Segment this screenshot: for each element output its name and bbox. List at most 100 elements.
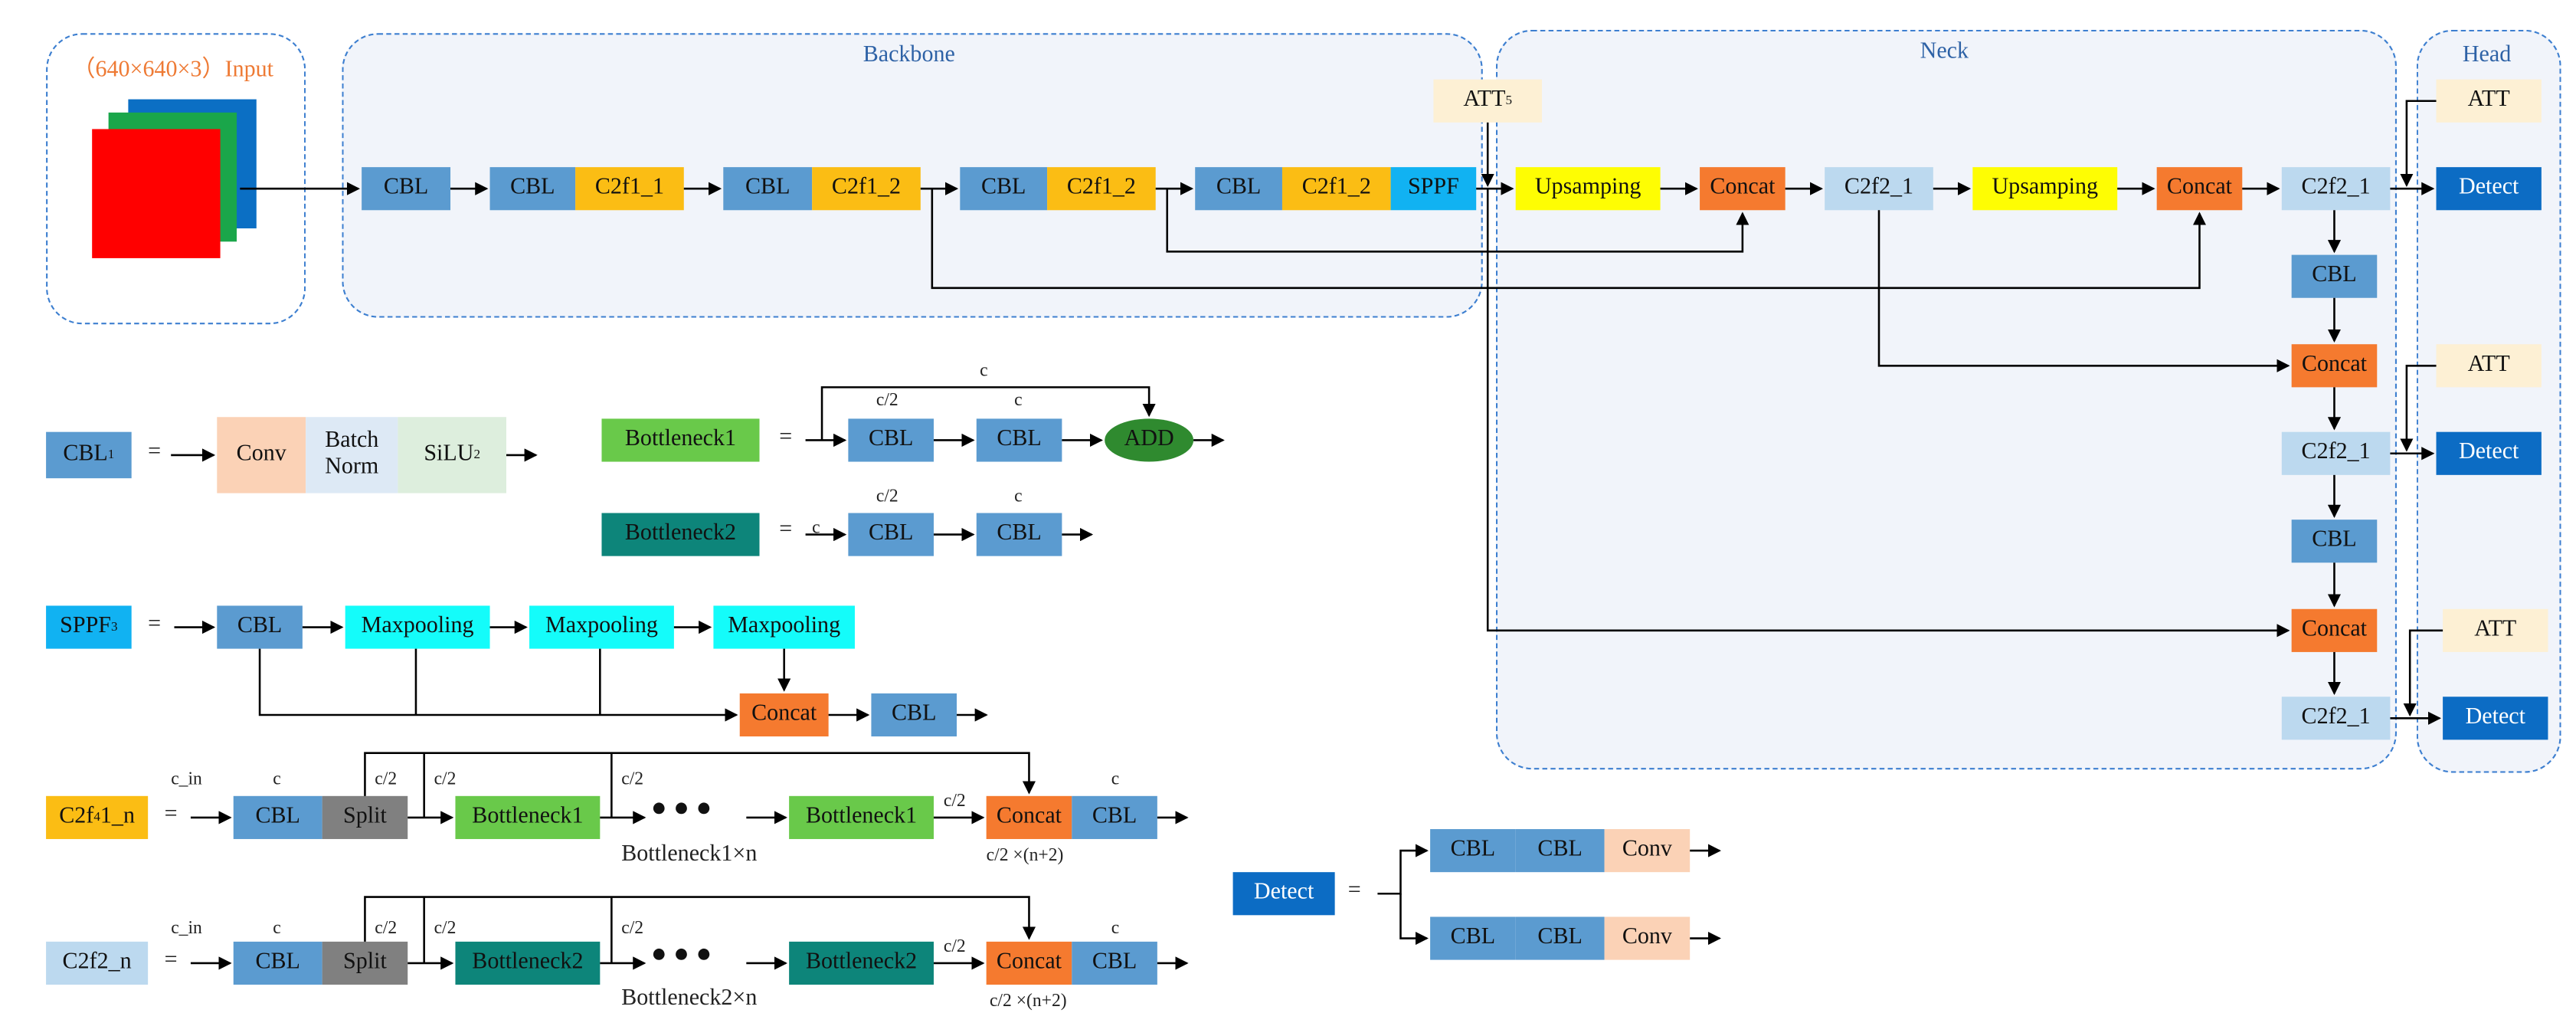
legend-bottleneck1-equals: = bbox=[779, 425, 793, 451]
legend-sppf-maxpool-1: Maxpooling bbox=[345, 605, 490, 649]
neck-upsampling-1: Upsamping bbox=[1515, 167, 1661, 211]
arrow-c2f2n-bus bbox=[364, 896, 1036, 942]
backbone-c2f1-2b: C2f1_2 bbox=[1047, 167, 1156, 211]
legend-c2f2n-bottleneck2-a: Bottleneck2 bbox=[455, 941, 601, 985]
c2f2n-c-1: c bbox=[273, 918, 281, 939]
legend-detect-cbl-1a: CBL bbox=[1430, 829, 1516, 873]
legend-cbl-equals: = bbox=[148, 440, 162, 465]
legend-c2f1n-equals: = bbox=[164, 802, 178, 828]
c2f2n-c2-4: c/2 bbox=[943, 936, 966, 957]
legend-bottleneck2-cbl-1: CBL bbox=[848, 513, 934, 556]
c2f1n-cin: c_in bbox=[171, 769, 202, 790]
legend-c2f1n-suffix: 1_n bbox=[100, 804, 135, 829]
c2f2n-c2-3: c/2 bbox=[621, 918, 644, 939]
neck-cbl-down-2: CBL bbox=[2291, 520, 2378, 563]
legend-c2f2n-split: Split bbox=[322, 941, 408, 985]
att-text: ATT bbox=[1463, 87, 1506, 113]
legend-bottleneck1-cbl-2: CBL bbox=[976, 418, 1062, 462]
legend-bottleneck2-equals: = bbox=[779, 517, 793, 543]
legend-cbl-batchnorm: Batch Norm bbox=[306, 417, 398, 493]
input-region bbox=[46, 33, 306, 325]
c2f1n-c-2: c bbox=[1111, 769, 1120, 790]
legend-c2f2n-cbl-2: CBL bbox=[1072, 941, 1157, 985]
legend-c2f2n-equals: = bbox=[164, 948, 178, 973]
backbone-cbl-2: CBL bbox=[489, 167, 576, 211]
legend-c2f1n-bottleneck1-b: Bottleneck1 bbox=[789, 795, 934, 839]
c2f2n-ellipsis: ●●● bbox=[650, 939, 718, 969]
arrow-bt1-residual bbox=[820, 386, 1156, 441]
legend-sppf-cbl-2: CBL bbox=[871, 693, 957, 737]
head-att-1: ATT bbox=[2436, 79, 2542, 123]
bottleneck2-c2-label: c/2 bbox=[876, 486, 898, 507]
c2f1n-c2-1: c/2 bbox=[375, 769, 398, 790]
skip-c2f1-2-to-concat2 bbox=[931, 189, 2207, 290]
att-footnote: 5 bbox=[1505, 93, 1513, 109]
neck-concat-1: Concat bbox=[1700, 167, 1786, 211]
head-detect-1: Detect bbox=[2436, 167, 2542, 211]
legend-detect: Detect bbox=[1232, 872, 1335, 916]
backbone-cbl-1: CBL bbox=[362, 167, 451, 211]
legend-bottleneck1: Bottleneck1 bbox=[601, 418, 760, 462]
arrow-detect-branch-2 bbox=[1399, 893, 1429, 946]
neck-cbl-down-1: CBL bbox=[2291, 254, 2378, 298]
c2f2n-bottleneck-xn: Bottleneck2×n bbox=[621, 986, 758, 1011]
bottleneck1-c2-label: c/2 bbox=[876, 390, 898, 411]
neck-c2f2-1a: C2f2_1 bbox=[1825, 167, 1933, 211]
neck-c2f2-1b: C2f2_1 bbox=[2281, 167, 2391, 211]
c2f1n-c2-2: c/2 bbox=[434, 769, 457, 790]
legend-c2f2n-concat: Concat bbox=[986, 941, 1072, 985]
legend-bottleneck2: Bottleneck2 bbox=[601, 513, 760, 556]
head-detect-2: Detect bbox=[2436, 431, 2542, 475]
backbone-c2f1-2c: C2f1_2 bbox=[1281, 167, 1391, 211]
arrow-c2f1n-bus bbox=[364, 752, 1036, 796]
legend-bottleneck1-cbl-1: CBL bbox=[848, 418, 934, 462]
legend-cbl-batchnorm-text: Batch Norm bbox=[325, 428, 379, 480]
backbone-cbl-3: CBL bbox=[723, 167, 813, 211]
backbone-cbl-5: CBL bbox=[1195, 167, 1282, 211]
legend-detect-cbl-1b: CBL bbox=[1515, 829, 1605, 873]
c2f2n-cin: c_in bbox=[171, 918, 202, 939]
input-label: （640×640×3）Input bbox=[72, 57, 273, 83]
legend-c2f1n-prefix: C2f bbox=[59, 804, 94, 829]
c2f1n-concat-channels: c/2 ×(n+2) bbox=[986, 845, 1064, 866]
legend-c2f2n-bottleneck2-b: Bottleneck2 bbox=[789, 941, 934, 985]
legend-c2f1n-concat: Concat bbox=[986, 795, 1072, 839]
c2f1n-c2-4: c/2 bbox=[943, 791, 966, 811]
legend-detect-conv-2: Conv bbox=[1604, 916, 1691, 960]
legend-sppf-footnote: 3 bbox=[111, 619, 118, 635]
legend-sppf-cbl-1: CBL bbox=[217, 605, 303, 649]
arrow-att3-row bbox=[2403, 629, 2443, 717]
legend-c2f1n-cbl-1: CBL bbox=[233, 795, 322, 839]
head-title: Head bbox=[2462, 43, 2512, 68]
c2f1n-c-1: c bbox=[273, 769, 281, 790]
c2f1n-ellipsis: ●●● bbox=[650, 794, 718, 823]
c2f2n-c2-2: c/2 bbox=[434, 918, 457, 939]
legend-sppf-text: SPPF bbox=[60, 614, 112, 639]
legend-sppf-maxpool-3: Maxpooling bbox=[713, 605, 855, 649]
head-att-3: ATT bbox=[2443, 608, 2548, 652]
legend-add-node: ADD bbox=[1105, 418, 1194, 462]
bottleneck2-c-label: c bbox=[1014, 486, 1023, 507]
skip-c2f2-to-concat3 bbox=[1877, 210, 2290, 372]
bottleneck1-c-top: c bbox=[980, 360, 988, 381]
arrow-att1-row bbox=[2400, 100, 2437, 188]
legend-detect-conv-1: Conv bbox=[1604, 829, 1691, 873]
neck-c2f2-1d: C2f2_1 bbox=[2281, 697, 2391, 740]
legend-cbl-conv: Conv bbox=[217, 417, 306, 493]
bottleneck1-c-label: c bbox=[1014, 390, 1023, 411]
neck-concat-2: Concat bbox=[2156, 167, 2243, 211]
legend-c2f-footnote: 4 bbox=[93, 809, 100, 825]
arrow-sppf-bus bbox=[258, 648, 738, 722]
legend-cbl-text: CBL bbox=[63, 441, 108, 467]
legend-sppf-concat: Concat bbox=[739, 693, 829, 737]
legend-sppf-equals: = bbox=[148, 612, 162, 638]
legend-silu-text: SiLU bbox=[424, 441, 474, 467]
skip-sppf-to-concat4 bbox=[1486, 189, 2290, 638]
neck-concat-3: Concat bbox=[2291, 344, 2378, 388]
legend-cbl-footnote: 1 bbox=[107, 447, 115, 463]
legend-bottleneck2-cbl-2: CBL bbox=[976, 513, 1062, 556]
